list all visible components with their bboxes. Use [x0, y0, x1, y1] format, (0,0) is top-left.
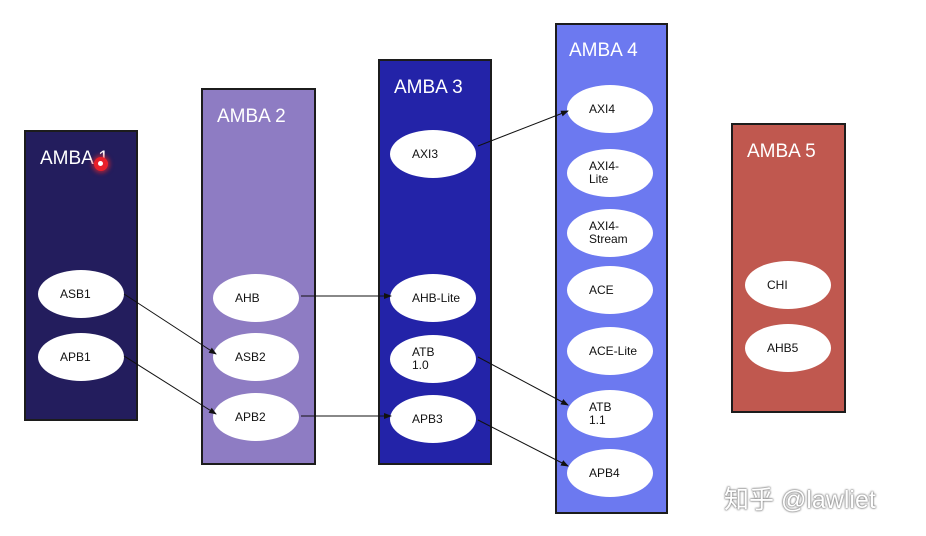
column-amba2: AMBA 2 AHB ASB2 APB2 — [201, 88, 316, 465]
node-ahb5: AHB5 — [745, 324, 831, 372]
node-apb1: APB1 — [38, 333, 124, 381]
node-axi3: AXI3 — [390, 130, 476, 178]
watermark-text: 知乎 @lawliet — [724, 486, 876, 514]
column-title-amba4: AMBA 4 — [569, 40, 638, 61]
column-amba5: AMBA 5 CHI AHB5 — [731, 123, 846, 413]
node-apb4: APB4 — [567, 449, 653, 497]
node-ace: ACE — [567, 266, 653, 314]
pointer-cursor-dot — [94, 157, 108, 171]
node-atb-1-1: ATB 1.1 — [567, 390, 653, 438]
node-asb1: ASB1 — [38, 270, 124, 318]
column-title-amba1: AMBA 1 — [40, 148, 109, 169]
node-asb2: ASB2 — [213, 333, 299, 381]
node-axi4-lite: AXI4- Lite — [567, 149, 653, 197]
column-title-amba5: AMBA 5 — [747, 141, 816, 162]
node-atb-1-0: ATB 1.0 — [390, 335, 476, 383]
column-amba1: AMBA 1 ASB1 APB1 — [24, 130, 138, 421]
node-ahb: AHB — [213, 274, 299, 322]
node-chi: CHI — [745, 261, 831, 309]
column-title-amba2: AMBA 2 — [217, 106, 286, 127]
column-title-amba3: AMBA 3 — [394, 77, 463, 98]
column-amba4: AMBA 4 AXI4 AXI4- Lite AXI4- Stream ACE … — [555, 23, 668, 514]
node-axi4: AXI4 — [567, 85, 653, 133]
column-amba3: AMBA 3 AXI3 AHB-Lite ATB 1.0 APB3 — [378, 59, 492, 465]
node-apb2: APB2 — [213, 393, 299, 441]
node-apb3: APB3 — [390, 395, 476, 443]
node-axi4-stream: AXI4- Stream — [567, 209, 653, 257]
node-ace-lite: ACE-Lite — [567, 327, 653, 375]
node-ahb-lite: AHB-Lite — [390, 274, 476, 322]
